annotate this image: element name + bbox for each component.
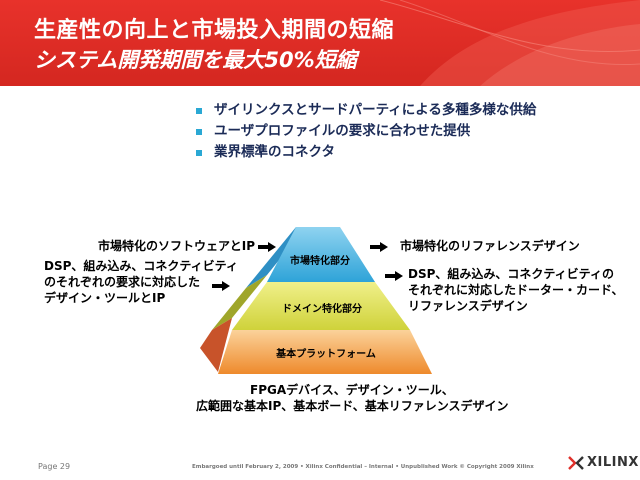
left-middle-label-3: デザイン・ツールとIP	[44, 291, 166, 305]
arrow-right-icon	[385, 271, 403, 281]
bullet-text: ザイリンクスとサードパーティによる多種多様な供給	[214, 102, 537, 118]
page-subtitle: システム開発期間を最大50%短縮	[34, 48, 357, 72]
left-middle-label-1: DSP、組み込み、コネクティビティ	[44, 259, 238, 273]
right-middle-label-1: DSP、組み込み、コネクティビティの	[408, 267, 614, 281]
page-title: 生産性の向上と市場投入期間の短縮	[34, 18, 395, 43]
right-middle-label-2: それぞれに対応したドーター・カード、	[408, 283, 624, 297]
arrow-right-icon	[258, 242, 276, 252]
bullet-square-icon	[196, 107, 202, 114]
bullet-square-icon	[196, 149, 202, 156]
pyramid-tier-middle	[232, 282, 410, 330]
pyramid-side-middle	[212, 275, 267, 330]
bullet-text: ユーザプロファイルの要求に合わせた提供	[214, 123, 471, 139]
bottom-label-2: 広範囲な基本IP、基本ボード、基本リファレンスデザイン	[196, 399, 509, 413]
bottom-label-1: FPGAデバイス、デザイン・ツール、	[250, 383, 454, 397]
right-top-label: 市場特化のリファレンスデザイン	[400, 239, 580, 253]
pyramid-tier-top	[267, 227, 375, 282]
xilinx-wordmark: XILINX.	[587, 455, 640, 470]
pyramid-middle-label: ドメイン特化部分	[282, 302, 362, 315]
banner-swirl-decoration	[380, 0, 640, 86]
left-top-label: 市場特化のソフトウェアとIP	[98, 239, 256, 253]
page-number: Page 29	[38, 462, 71, 471]
bullet-item: ザイリンクスとサードパーティによる多種多様な供給	[196, 100, 536, 121]
pyramid-side-bottom	[200, 318, 232, 372]
xilinx-x-icon	[568, 455, 584, 470]
pyramid-bottom-label: 基本プラットフォーム	[275, 347, 376, 360]
bullet-square-icon	[196, 128, 202, 135]
pyramid-tier-bottom	[218, 330, 432, 374]
arrow-right-icon	[212, 281, 230, 291]
bullet-item: ユーザプロファイルの要求に合わせた提供	[196, 121, 536, 142]
xilinx-logo: XILINX.	[568, 455, 640, 470]
bullet-item: 業界標準のコネクタ	[196, 142, 536, 163]
right-middle-label-3: リファレンスデザイン	[408, 299, 528, 313]
left-middle-label-2: のそれぞれの要求に対応した	[44, 275, 201, 289]
title-banner: 生産性の向上と市場投入期間の短縮 システム開発期間を最大50%短縮	[0, 0, 640, 86]
bullet-list: ザイリンクスとサードパーティによる多種多様な供給 ユーザプロファイルの要求に合わ…	[196, 100, 536, 163]
pyramid-top-label: 市場特化部分	[290, 254, 350, 267]
confidential-notice: Embargoed until February 2, 2009 • Xilin…	[192, 464, 534, 470]
bullet-text: 業界標準のコネクタ	[214, 144, 335, 160]
pyramid-side-top	[246, 227, 296, 288]
arrow-right-icon	[370, 242, 388, 252]
